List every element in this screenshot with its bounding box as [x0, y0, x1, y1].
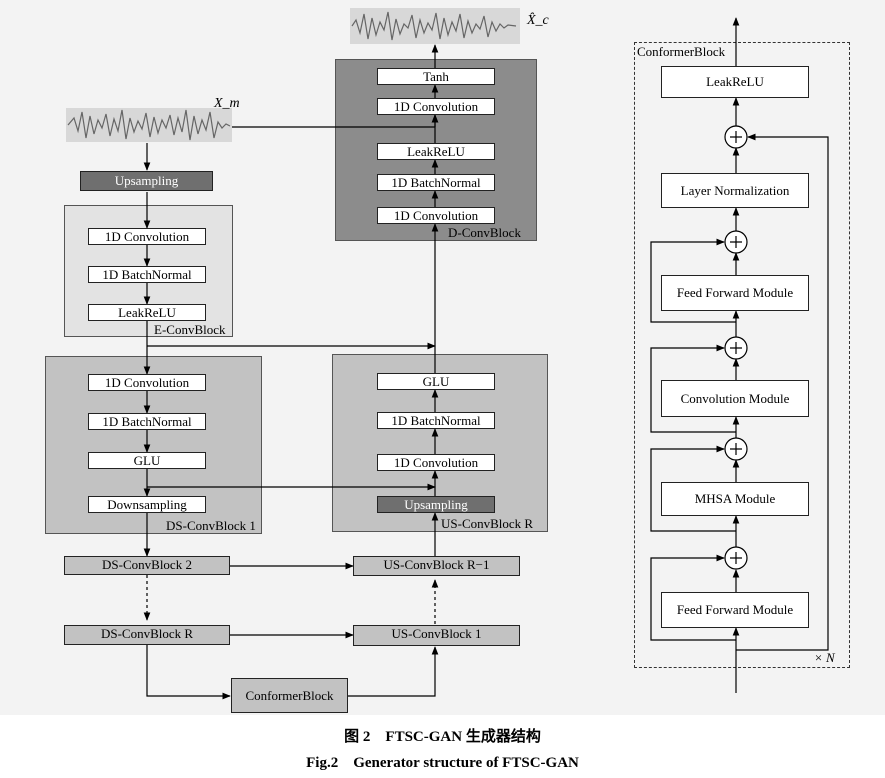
ds-convblock-1-title: DS-ConvBlock 1	[166, 518, 256, 533]
us-upsampling-item: Upsampling	[377, 496, 495, 513]
us-glu-item: GLU	[377, 373, 495, 390]
us-convblock-r-minus-1: US-ConvBlock R−1	[353, 556, 520, 576]
conformer-layer-norm: Layer Normalization	[661, 173, 809, 208]
caption-cn: 图 2 FTSC-GAN 生成器结构	[344, 729, 541, 745]
input-signal-label: X_m	[214, 96, 240, 111]
connections-layer	[66, 8, 829, 700]
conformer-leakrelu: LeakReLU	[661, 66, 809, 98]
d-tanh-item: Tanh	[377, 68, 495, 85]
us-bn-item: 1D BatchNormal	[377, 412, 495, 429]
d-conv-bottom-item: 1D Convolution	[377, 207, 495, 224]
conformer-repeat-label: × N	[814, 650, 835, 665]
input-waveform-icon	[67, 109, 231, 141]
plus-glyph-icons	[730, 131, 742, 564]
ds-bn-item: 1D BatchNormal	[88, 413, 206, 430]
e-conv-item: 1D Convolution	[88, 228, 206, 245]
caption-en: Fig.2 Generator structure of FTSC-GAN	[306, 755, 579, 771]
output-waveform-icon	[351, 11, 517, 41]
conformer-ffm-top: Feed Forward Module	[661, 275, 809, 311]
conformer-conv-module: Convolution Module	[661, 380, 809, 417]
conformer-detail-title: ConformerBlock	[637, 44, 726, 59]
e-convblock-title: E-ConvBlock	[154, 322, 226, 337]
d-conv-top-item: 1D Convolution	[377, 98, 495, 115]
us-conv-item: 1D Convolution	[377, 454, 495, 471]
ds-conv-item: 1D Convolution	[88, 374, 206, 391]
e-leakrelu-item: LeakReLU	[88, 304, 206, 321]
ds-convblock-r: DS-ConvBlock R	[64, 625, 230, 645]
output-signal-label: X̂_c	[527, 13, 549, 28]
ds-downsampling-item: Downsampling	[88, 496, 206, 513]
conformer-block-mid: ConformerBlock	[231, 678, 348, 713]
e-bn-item: 1D BatchNormal	[88, 266, 206, 283]
ds-glu-item: GLU	[88, 452, 206, 469]
d-bn-item: 1D BatchNormal	[377, 174, 495, 191]
us-convblock-1: US-ConvBlock 1	[353, 625, 520, 646]
conformer-mhsa-module: MHSA Module	[661, 482, 809, 516]
conformer-detail-container	[634, 42, 850, 668]
conformer-ffm-bottom: Feed Forward Module	[661, 592, 809, 628]
d-leakrelu-item: LeakReLU	[377, 143, 495, 160]
upsampling-top-box: Upsampling	[80, 171, 213, 191]
d-convblock-title: D-ConvBlock	[448, 225, 521, 240]
ds-convblock-2: DS-ConvBlock 2	[64, 556, 230, 575]
us-convblock-r-title: US-ConvBlock R	[441, 516, 534, 531]
waveform-icons	[66, 8, 520, 142]
